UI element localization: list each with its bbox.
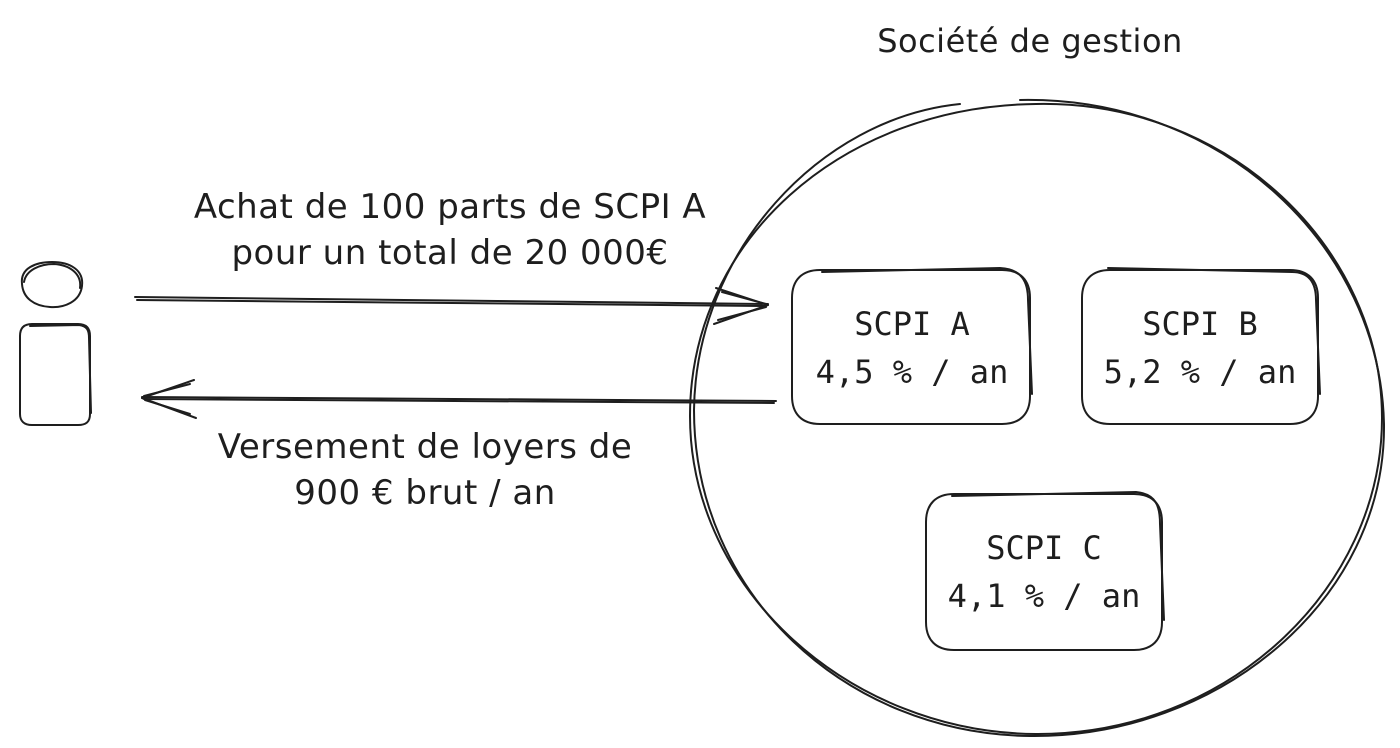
scpi-c-label: SCPI C 4,1 % / an bbox=[924, 524, 1164, 620]
scpi-b-label: SCPI B 5,2 % / an bbox=[1080, 300, 1320, 396]
payout-label-line-1: Versement de loyers de bbox=[217, 427, 633, 467]
scpi-c-rate: 4,1 % / an bbox=[947, 577, 1141, 615]
scpi-b-name: SCPI B bbox=[1142, 305, 1258, 343]
scpi-a-name: SCPI A bbox=[854, 305, 970, 343]
payout-arrow bbox=[141, 379, 777, 419]
scpi-b-rate: 5,2 % / an bbox=[1103, 353, 1297, 391]
payout-label-line-2: 900 € brut / an bbox=[294, 473, 556, 513]
investor-head bbox=[20, 261, 84, 309]
purchase-arrow bbox=[134, 287, 769, 325]
investor-body bbox=[19, 323, 92, 426]
scpi-a-label: SCPI A 4,5 % / an bbox=[792, 300, 1032, 396]
purchase-label-line-2: pour un total de 20 000€ bbox=[231, 233, 669, 273]
scpi-a-rate: 4,5 % / an bbox=[815, 353, 1009, 391]
scpi-b-box bbox=[1081, 267, 1321, 425]
management-company-title: Société de gestion bbox=[877, 22, 1183, 60]
management-company-circle bbox=[689, 98, 1386, 738]
scpi-a-box bbox=[791, 267, 1033, 425]
scpi-c-box bbox=[925, 491, 1165, 651]
purchase-label-line-1: Achat de 100 parts de SCPI A bbox=[193, 187, 707, 227]
payout-label: Versement de loyers de 900 € brut / an bbox=[130, 424, 720, 516]
scpi-c-name: SCPI C bbox=[986, 529, 1102, 567]
purchase-label: Achat de 100 parts de SCPI A pour un tot… bbox=[130, 184, 770, 276]
